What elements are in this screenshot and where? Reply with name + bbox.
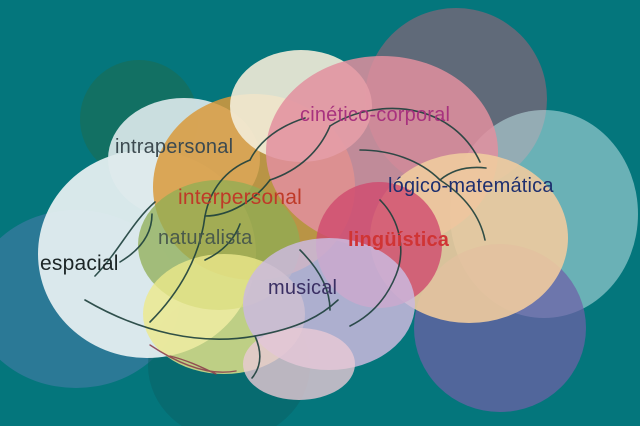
label-espacial: espacial [40,252,119,275]
brain-region-linguistica-magenta [316,182,442,308]
label-cinetico-corporal: cinético-corporal [300,104,451,126]
background-circle-blue [0,210,180,388]
label-musical: musical [268,277,338,299]
brain-region-logico-peach [370,153,568,323]
background-circle-dark-teal [148,290,310,426]
background-circle-cyan [450,110,638,318]
label-interpersonal: interpersonal [178,186,303,209]
label-logico-matematica: lógico-matemática [388,175,554,197]
brain-region-naturalista-green [138,180,300,310]
brain-region-espacial-pale [38,150,256,358]
background-circle-green [80,60,198,178]
brain-region-pink-bottom [243,328,355,400]
brain-region-musical-lavender [243,238,415,370]
background-circle-gray [365,8,547,190]
brain-region-cream-top [230,50,372,162]
brain-region-intrapersonal-orange [153,94,355,280]
background-circle-purple [414,244,586,412]
brain-region-pale-upper [108,98,260,220]
label-linguistica: lingüística [348,229,450,251]
brain-region-yellow-lower [143,254,305,374]
label-naturalista: naturalista [158,227,253,249]
label-intrapersonal: intrapersonal [115,136,234,158]
brain-region-cinetico-pink [266,56,498,248]
